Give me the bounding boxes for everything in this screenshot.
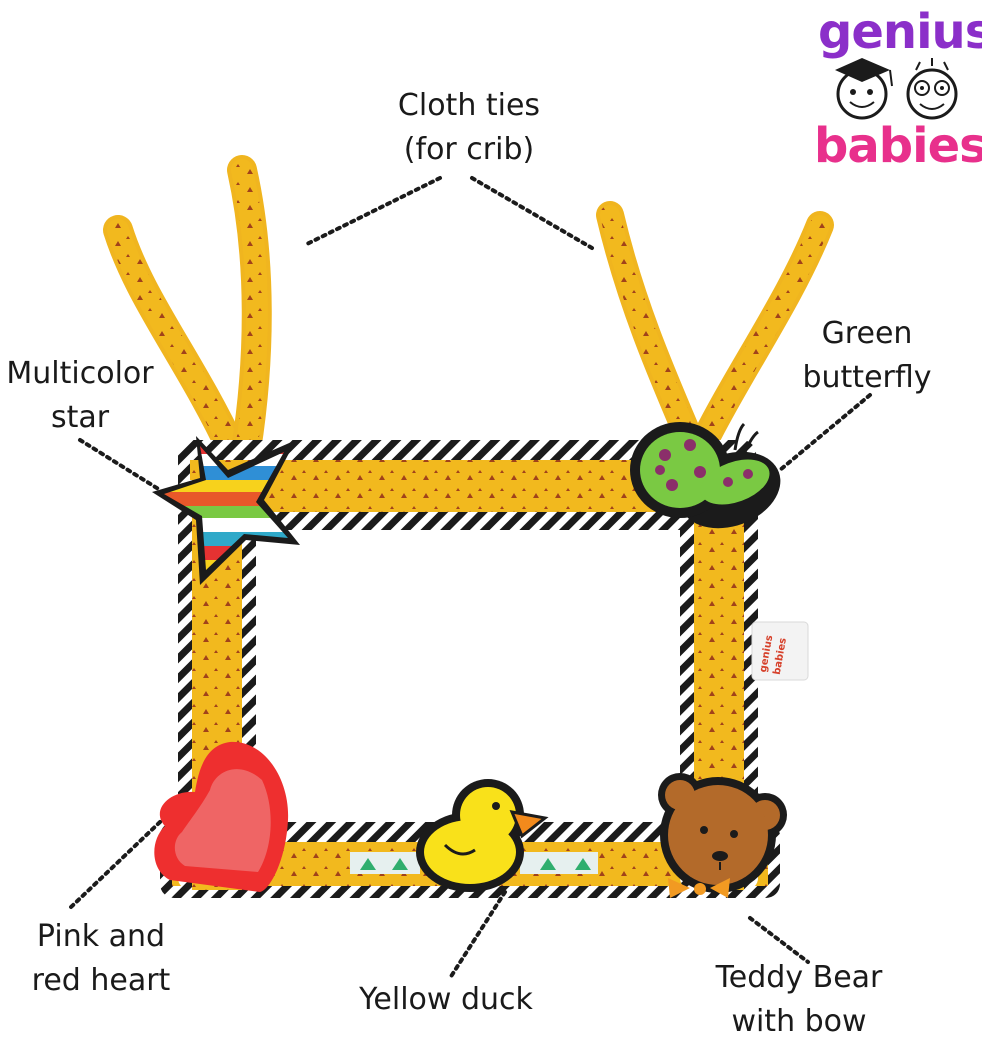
label-multicolor-star: Multicolor star	[6, 356, 154, 435]
teddy-bear-with-bow	[658, 773, 787, 898]
green-butterfly	[630, 422, 781, 529]
label-yellow-duck: Yellow duck	[359, 982, 533, 1017]
pink-and-red-heart	[154, 741, 289, 892]
logo-word-babies: babies	[814, 118, 982, 174]
label-green-butterfly: Green butterfly	[802, 316, 932, 395]
label-pink-and-red-heart: Pink and red heart	[31, 919, 171, 998]
callout-leader-lines	[68, 176, 872, 980]
logo-word-genius: genius	[818, 4, 982, 60]
yellow-duck	[416, 779, 549, 892]
logo-faces	[835, 58, 958, 120]
brand-tag	[751, 621, 809, 681]
label-cloth-ties: Cloth ties (for crib)	[397, 88, 541, 167]
cloth-ties	[103, 155, 834, 465]
label-teddy-bear-with-bow: Teddy Bear with bow	[715, 960, 883, 1039]
